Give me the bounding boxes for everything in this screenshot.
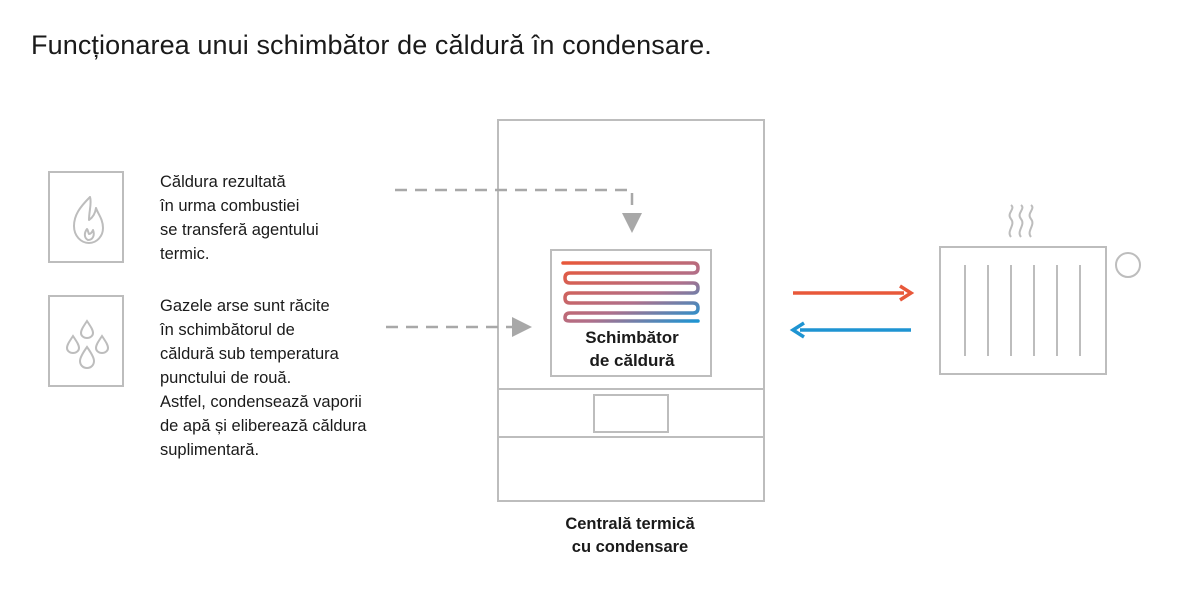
water-drops-icon-box	[48, 295, 124, 387]
boiler-label: Centrală termică cu condensare	[565, 515, 695, 556]
dashed-arrow-heat-transfer	[395, 188, 642, 233]
boiler-outline	[497, 119, 765, 502]
radiator-valve-icon	[1115, 252, 1141, 278]
heat-waves-icon	[1008, 204, 1034, 238]
dashed-arrow-flue-gas	[386, 317, 532, 337]
radiator-outline	[939, 246, 1107, 375]
page-title: Funcționarea unui schimbător de căldură …	[31, 30, 712, 60]
heat-exchanger	[550, 249, 712, 377]
step-description-condensation: Gazele arse sunt răcite în schimbătorul …	[160, 297, 367, 459]
step-description-combustion: Căldura rezultată în urma combustiei se …	[160, 173, 319, 263]
heat-exchanger-coil	[561, 261, 700, 323]
hot-flow-arrow	[793, 284, 915, 302]
radiator-fins	[964, 265, 1081, 356]
water-drops-icon	[65, 319, 110, 370]
boiler-display	[593, 394, 669, 433]
flame-icon	[73, 196, 104, 244]
boiler-unit	[497, 119, 765, 502]
heat-exchanger-label: Schimbător de căldură	[585, 328, 679, 370]
heat-exchanger-outline	[550, 249, 712, 377]
radiator	[939, 204, 1141, 375]
cold-flow-arrow	[789, 321, 911, 339]
flame-icon-box	[48, 171, 124, 263]
